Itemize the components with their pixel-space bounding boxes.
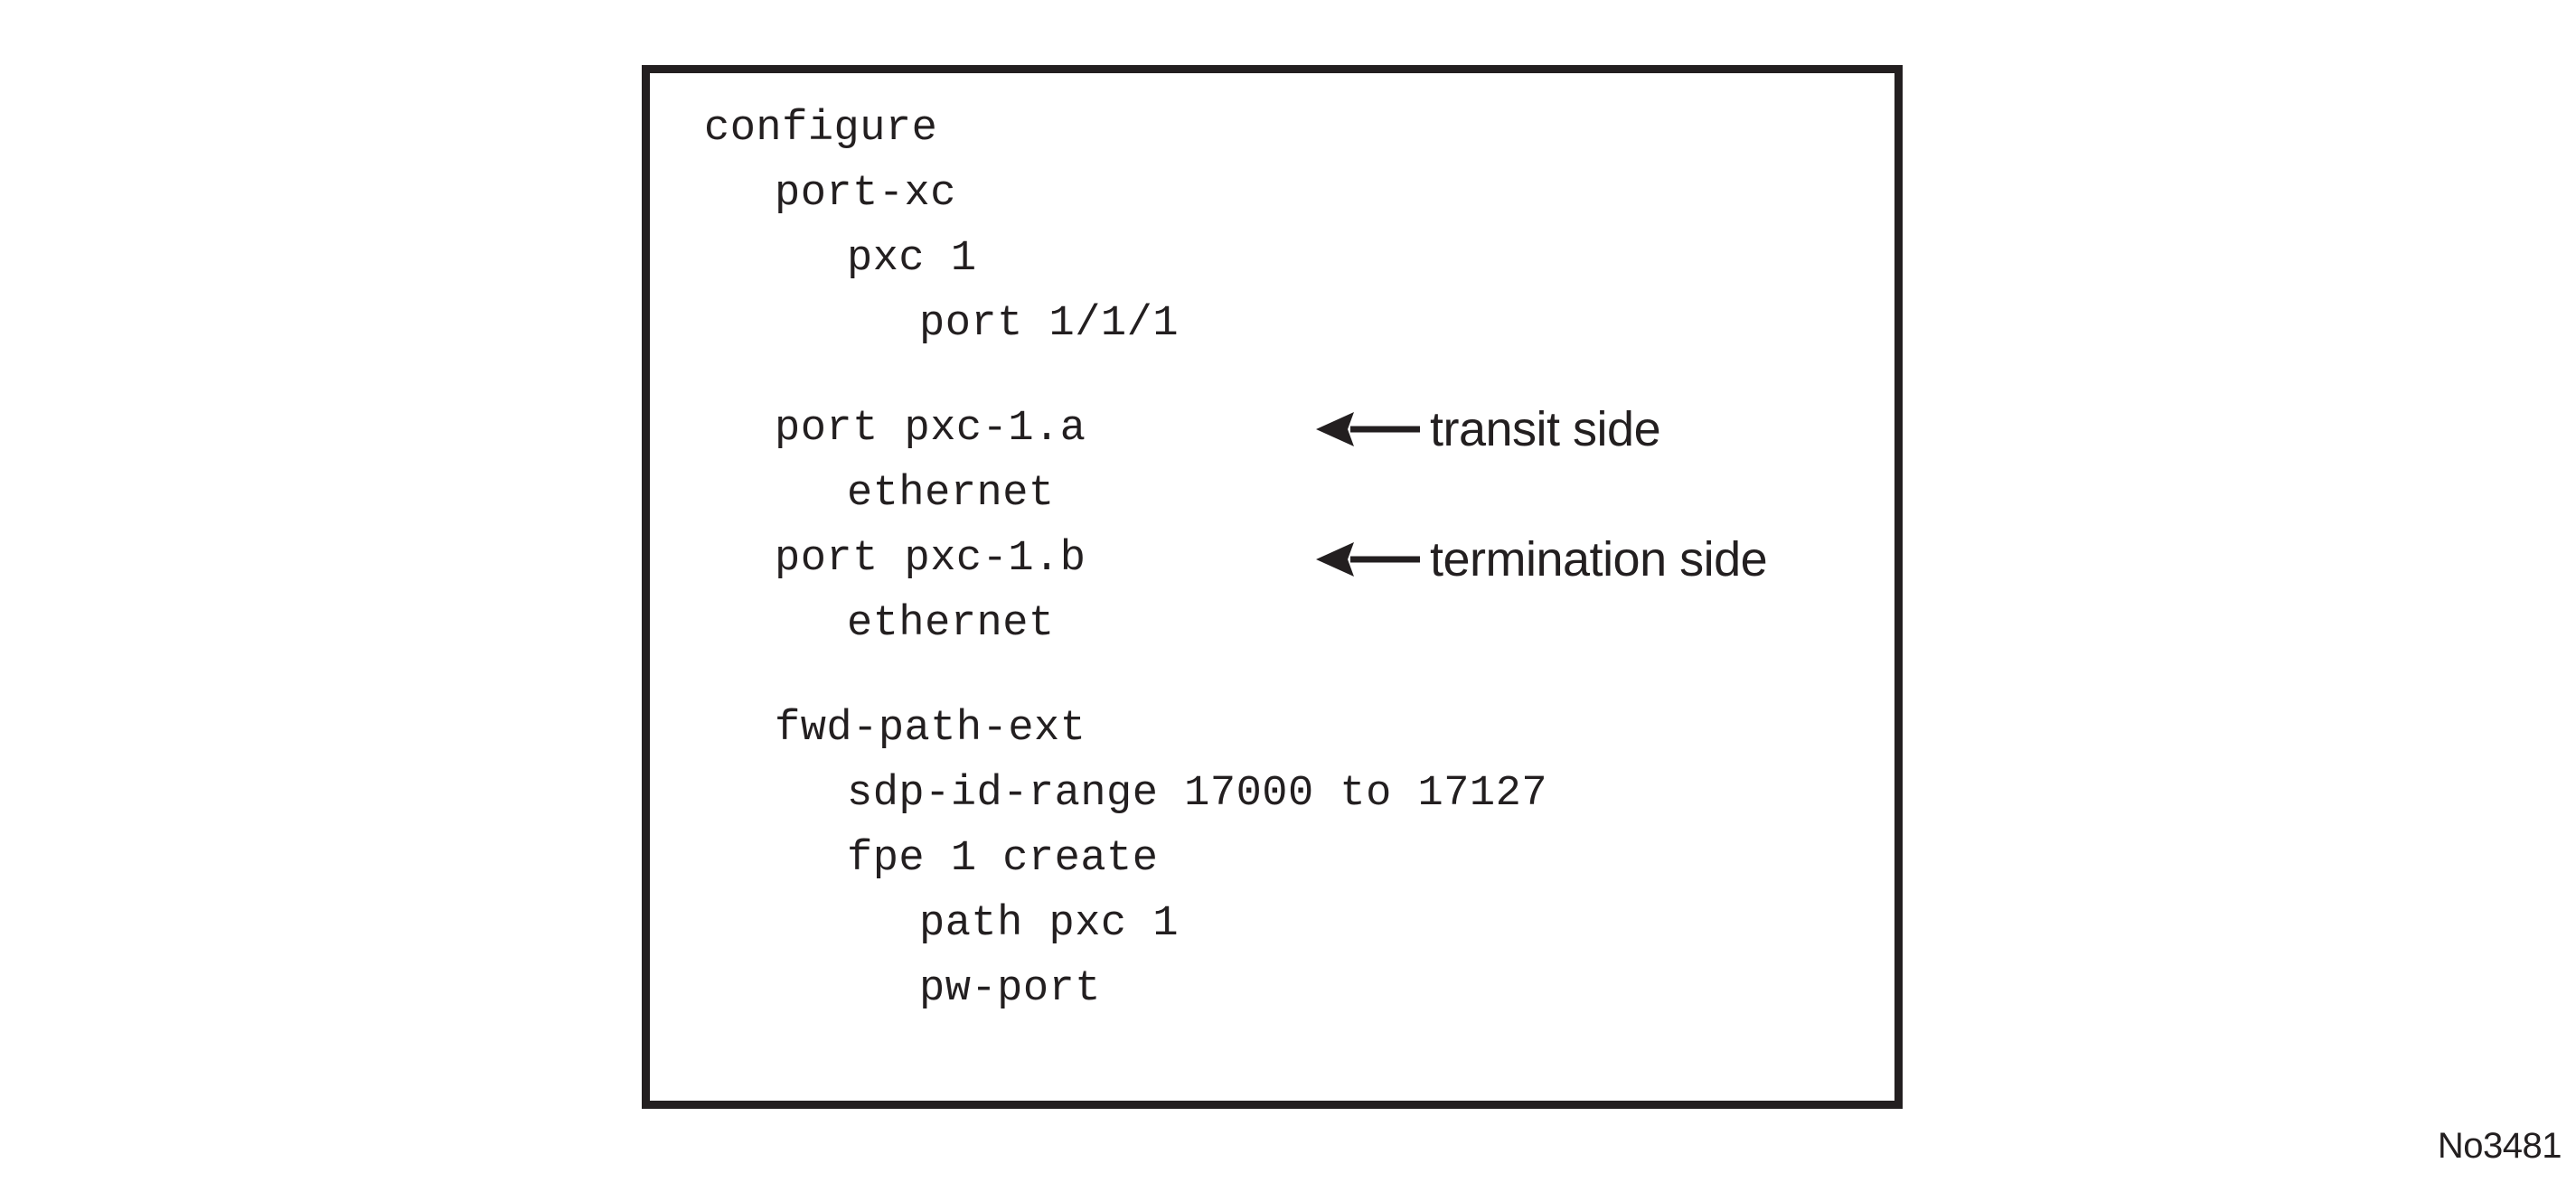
code-line-text: port pxc-1.b xyxy=(775,535,1086,583)
code-line: path pxc 1 xyxy=(704,892,1897,957)
code-line: sdp-id-range 17000 to 17127 xyxy=(704,762,1897,827)
code-line: pxc 1 xyxy=(704,227,1897,292)
figure-caption: No3481 xyxy=(2437,1126,2562,1166)
arrow-left-icon xyxy=(1316,542,1420,577)
code-line: fpe 1 create xyxy=(704,827,1897,892)
code-line-text: path pxc 1 xyxy=(919,900,1180,948)
code-line-text: configure xyxy=(704,105,938,153)
code-line-text: port 1/1/1 xyxy=(919,300,1180,348)
code-line-text: pxc 1 xyxy=(847,235,977,283)
code-line: port 1/1/1 xyxy=(704,292,1897,357)
code-line-text: sdp-id-range 17000 to 17127 xyxy=(847,770,1548,818)
annotation-label: termination side xyxy=(1430,532,1768,586)
code-line: ethernet xyxy=(704,592,1897,657)
code-line-text: port pxc-1.a xyxy=(775,405,1086,453)
annotation-callout: termination side xyxy=(1314,527,1768,592)
code-line: port-xc xyxy=(704,162,1897,227)
code-listing: configure port-xc pxc 1 port 1/1/1 port pxc-… xyxy=(704,97,1897,1022)
code-line: fwd-path-ext xyxy=(704,697,1897,762)
code-line: ethernet xyxy=(704,462,1897,527)
code-line-text: ethernet xyxy=(847,470,1055,518)
code-line-text: pw-port xyxy=(919,965,1101,1013)
code-line-text: fpe 1 create xyxy=(847,835,1159,883)
code-line: port pxc-1.a transit side xyxy=(704,397,1897,462)
code-box: configure port-xc pxc 1 port 1/1/1 port pxc-… xyxy=(642,65,1903,1109)
code-line-text: port-xc xyxy=(775,170,956,218)
code-line: configure xyxy=(704,97,1897,162)
arrow-left-icon xyxy=(1316,412,1420,446)
code-line-text: fwd-path-ext xyxy=(775,705,1086,753)
code-line-text: ethernet xyxy=(847,600,1055,648)
annotation-callout: transit side xyxy=(1314,397,1661,462)
code-line: pw-port xyxy=(704,957,1897,1022)
code-line: port pxc-1.b termination side xyxy=(704,527,1897,592)
annotation-label: transit side xyxy=(1430,402,1661,456)
